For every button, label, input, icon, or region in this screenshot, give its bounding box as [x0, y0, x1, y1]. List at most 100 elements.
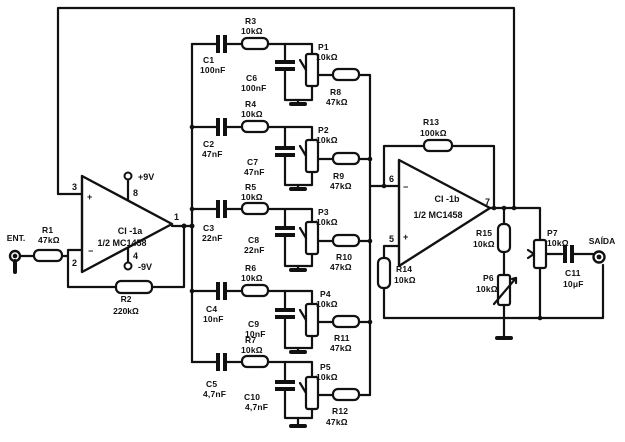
band2-rtop-val: 10kΩ: [241, 109, 263, 119]
band4-cin-name: C4: [206, 304, 217, 314]
ci1b-name: CI -1b: [434, 194, 460, 204]
ci1b-pin6: 6: [389, 174, 394, 184]
global-feedback-wire: [56, 6, 516, 210]
band4-rout-name: R11: [334, 333, 350, 343]
r14-name: R14: [396, 264, 412, 274]
band1-rtop-val: 10kΩ: [241, 26, 263, 36]
r13-name: R13: [423, 117, 439, 127]
opamp-ci1a: + − CI -1a 1/2 MC1458 3 2 1 8 4 +9V -9V: [72, 171, 179, 274]
band2-cin-name: C2: [203, 139, 214, 149]
band4-rtop-name: R6: [245, 263, 256, 273]
band5-cin-name: C5: [206, 379, 217, 389]
band1-cin-name: C1: [203, 55, 214, 65]
band3-rtop-name: R5: [245, 182, 256, 192]
resistor-r13: R13 100kΩ: [420, 117, 454, 153]
band4-cgnd-name: C9: [248, 319, 259, 329]
band4-cgnd-val: 10nF: [245, 329, 266, 339]
c11-value: 10μF: [563, 279, 584, 289]
band3-cgnd-val: 22nF: [244, 245, 265, 255]
svg-text:−: −: [88, 246, 93, 256]
p7-name: P7: [547, 228, 558, 238]
band3-rtop-val: 10kΩ: [241, 192, 263, 202]
band2-rtop-name: R4: [245, 99, 256, 109]
band1-pot-val: 10kΩ: [316, 52, 338, 62]
band1-cin-val: 100nF: [200, 65, 226, 75]
band1-cgnd-name: C6: [246, 73, 257, 83]
output-terminal: SAÍDA: [589, 236, 615, 264]
ci1a-pin1: 1: [174, 212, 179, 222]
band4-rtop-val: 10kΩ: [241, 273, 263, 283]
r15-value: 10kΩ: [473, 239, 495, 249]
ci1a-pin4: 4: [133, 251, 138, 261]
capacitor-c11: C11 10μF: [563, 245, 584, 289]
ci1a-vpos: +9V: [138, 172, 154, 182]
band5-pot-val: 10kΩ: [316, 372, 338, 382]
r14-value: 10kΩ: [394, 275, 416, 285]
band4-pot-val: 10kΩ: [316, 299, 338, 309]
band1-rout-val: 47kΩ: [326, 97, 348, 107]
svg-text:+: +: [403, 232, 408, 242]
p7-value: 10kΩ: [547, 238, 569, 248]
svg-text:+: +: [87, 192, 92, 202]
ci1a-pin2: 2: [72, 258, 77, 268]
band3-cgnd-name: C8: [248, 235, 259, 245]
r1-name: R1: [42, 225, 53, 235]
band-1: C1 100nF R3 10kΩ P1 10kΩ C6 100nF R8 47k…: [190, 16, 372, 107]
band1-rout-name: R8: [330, 87, 341, 97]
band4-pot-name: P4: [320, 289, 331, 299]
ci1a-pin3: 3: [72, 182, 77, 192]
svg-text:−: −: [403, 182, 408, 192]
band2-cgnd-name: C7: [247, 157, 258, 167]
band3-pot-name: P3: [318, 207, 329, 217]
band4-cin-val: 10nF: [203, 314, 224, 324]
band5-cgnd-name: C10: [244, 392, 260, 402]
band-3: C3 22nF R5 10kΩ P3 10kΩ C8 22nF R10 47kΩ: [190, 182, 372, 272]
band3-rout-name: R10: [336, 252, 352, 262]
band5-cin-val: 4,7nF: [203, 389, 226, 399]
r15-name: R15: [476, 228, 492, 238]
r13-value: 100kΩ: [420, 128, 447, 138]
band5-rout-name: R12: [332, 406, 348, 416]
band3-rout-val: 47kΩ: [330, 262, 352, 272]
ci1b-pin5: 5: [389, 234, 394, 244]
resistor-r14: R14 10kΩ: [376, 256, 416, 290]
bus-junctions: [189, 124, 373, 325]
opamp-ci1b: − + CI -1b 1/2 MC1458 6 5 7: [389, 158, 492, 268]
resistor-r1: R1 47kΩ: [32, 225, 64, 263]
band3-cin-val: 22nF: [202, 233, 223, 243]
ci1a-name: CI -1a: [118, 226, 144, 236]
ci1a-pin8: 8: [133, 188, 138, 198]
band5-rtop-val: 10kΩ: [241, 345, 263, 355]
band-4: C4 10nF R6 10kΩ P4 10kΩ C9 10nF R11 47kΩ: [190, 263, 372, 354]
band5-cgnd-val: 4,7nF: [245, 402, 268, 412]
band2-cgnd-val: 47nF: [244, 167, 265, 177]
band3-pot-val: 10kΩ: [316, 217, 338, 227]
band2-pot-name: P2: [318, 125, 329, 135]
band2-rout-name: R9: [333, 171, 344, 181]
band2-rout-val: 47kΩ: [330, 181, 352, 191]
band5-rout-val: 47kΩ: [326, 417, 348, 427]
band1-rtop-name: R3: [245, 16, 256, 26]
p6-name: P6: [483, 273, 494, 283]
ci1b-pin7: 7: [485, 197, 490, 207]
band1-pot-name: P1: [318, 42, 329, 52]
band4-rout-val: 47kΩ: [330, 343, 352, 353]
band5-pot-name: P5: [320, 362, 331, 372]
band-5: C5 4,7nF R7 10kΩ P5 10kΩ C10 4,7nF R12 4…: [190, 335, 372, 428]
r2-value: 220kΩ: [113, 306, 139, 316]
input-terminal: ENT.: [7, 233, 25, 274]
ci1a-part: 1/2 MC1458: [97, 238, 146, 248]
band2-cin-val: 47nF: [202, 149, 223, 159]
r1-value: 47kΩ: [38, 235, 60, 245]
input-label: ENT.: [7, 233, 25, 243]
pot-p6: P6 10kΩ: [476, 273, 518, 307]
resistor-r15: R15 10kΩ: [473, 222, 512, 254]
band3-cin-name: C3: [203, 223, 214, 233]
r2-name: R2: [121, 294, 132, 304]
c11-name: C11: [565, 268, 581, 278]
band5-rtop-name: R7: [245, 335, 256, 345]
band-2: C2 47nF R4 10kΩ P2 10kΩ C7 47nF R9 47kΩ: [190, 99, 372, 191]
band1-cgnd-val: 100nF: [241, 83, 267, 93]
resistor-r2: R2 220kΩ: [113, 279, 154, 316]
output-label: SAÍDA: [589, 236, 615, 246]
